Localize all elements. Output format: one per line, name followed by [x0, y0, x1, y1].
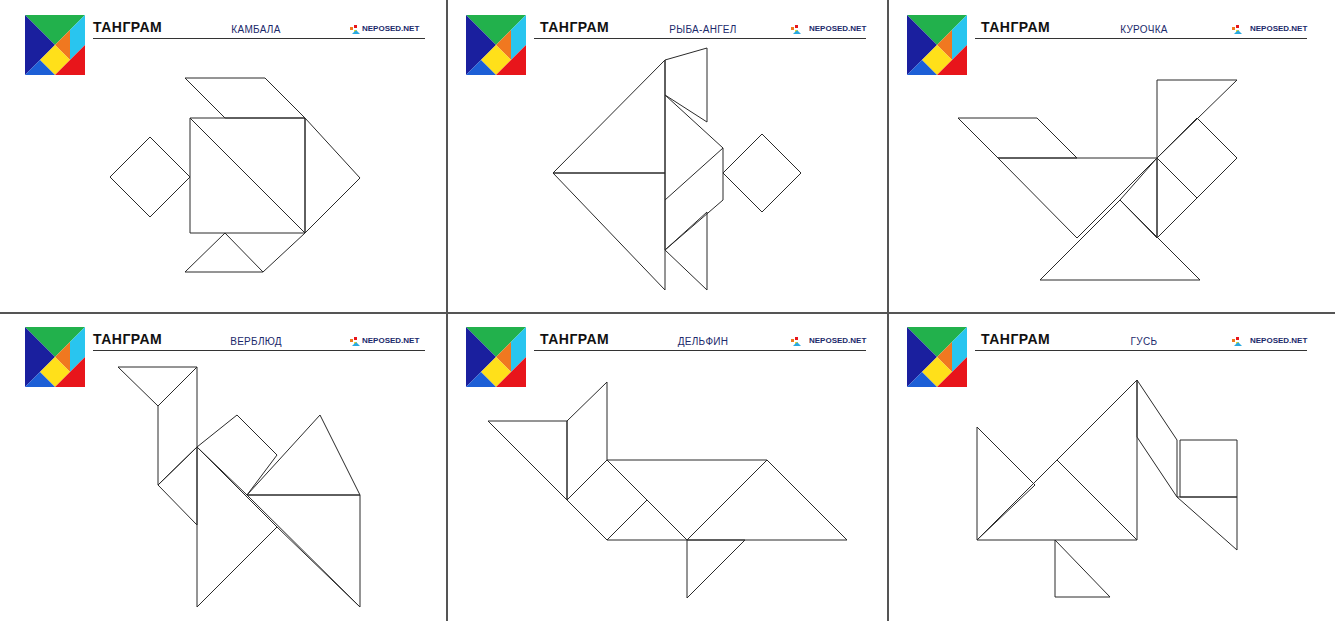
- site-logo-text: NEPOSED.NET: [809, 337, 866, 346]
- tangram-heading: ТАНГРАМ: [981, 20, 1050, 35]
- figure-title: ГУСЬ: [1131, 336, 1158, 347]
- tangram-heading: ТАНГРАМ: [540, 332, 609, 347]
- card-headers: [25, 15, 1307, 387]
- hen-figure: [958, 80, 1237, 280]
- tangram-heading: ТАНГРАМ: [93, 20, 162, 35]
- site-logo-text: NEPOSED.NET: [362, 25, 419, 34]
- tangram-heading: ТАНГРАМ: [981, 332, 1050, 347]
- site-logo-text: NEPOSED.NET: [1250, 337, 1307, 346]
- figure-title: РЫБА-АНГЕЛ: [669, 24, 736, 35]
- tangram-heading: ТАНГРАМ: [540, 20, 609, 35]
- figure-title: КУРОЧКА: [1120, 24, 1168, 35]
- goose-figure: [977, 380, 1237, 597]
- figure-title: ДЕЛЬФИН: [678, 336, 729, 347]
- figure-title: КАМБАЛА: [231, 24, 280, 35]
- camel-figure: [118, 367, 360, 607]
- site-logo-text: NEPOSED.NET: [362, 337, 419, 346]
- site-logo-text: NEPOSED.NET: [1250, 25, 1307, 34]
- dolphin-figure: [488, 382, 847, 598]
- figure-title: ВЕРБЛЮД: [230, 336, 282, 347]
- angelfish-figure: [553, 48, 801, 290]
- site-logo-text: NEPOSED.NET: [809, 25, 866, 34]
- tangram-heading: ТАНГРАМ: [93, 332, 162, 347]
- flounder-figure: [110, 78, 360, 272]
